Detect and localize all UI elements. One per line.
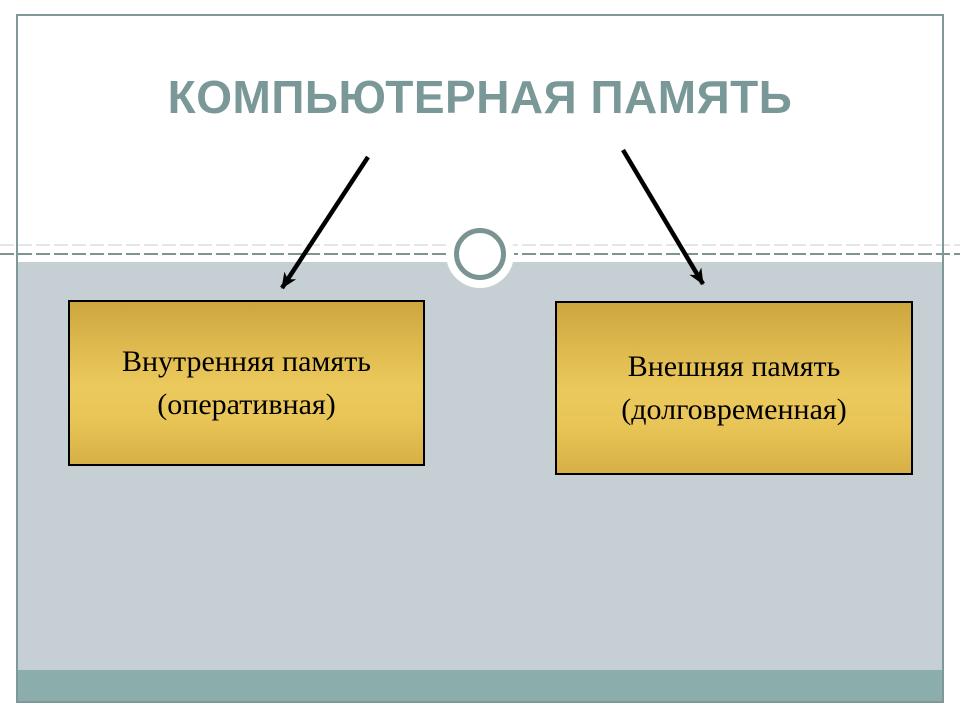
memory-box-external: Внешняя память (долговременная)	[555, 301, 913, 475]
memory-box-internal: Внутренняя память (оперативная)	[68, 300, 425, 466]
memory-box-external-line2: (долговременная)	[621, 393, 847, 426]
slide-title: КОМПЬЮТЕРНАЯ ПАМЯТЬ	[167, 71, 793, 123]
footer-bar	[17, 670, 943, 703]
divider-circle-icon	[454, 228, 506, 280]
memory-box-internal-line1: Внутренняя память	[121, 345, 371, 378]
memory-box-external-line1: Внешняя память	[627, 350, 841, 383]
memory-box-internal-line2: (оперативная)	[157, 388, 336, 421]
